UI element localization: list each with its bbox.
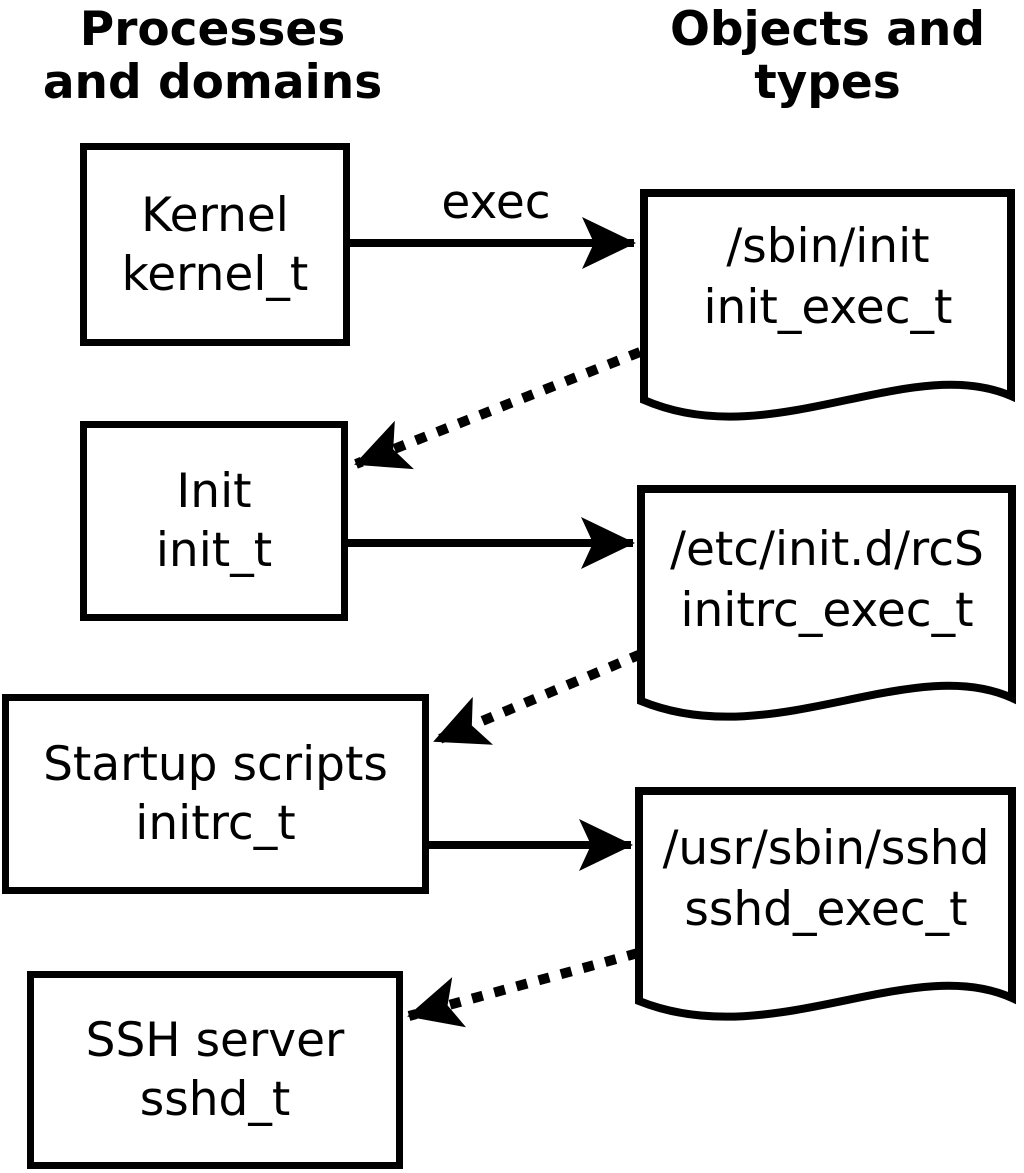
object-path: /sbin/init: [726, 219, 930, 274]
process-domain-type: initrc_t: [135, 796, 296, 851]
object-path: /etc/init.d/rcS: [670, 522, 984, 577]
heading-processes-and-domains: Processes and domains: [25, 3, 400, 109]
document-shape-etc-initd-rcs: [637, 485, 1016, 721]
object-file-type: init_exec_t: [703, 280, 953, 335]
process-box-startup-scripts: Startup scripts initrc_t: [2, 694, 429, 894]
heading-line: and domains: [42, 55, 383, 110]
object-doc-usr-sbin-sshd: /usr/sbin/sshd sshd_exec_t: [639, 818, 1013, 940]
heading-line: Processes: [79, 2, 346, 57]
process-box-ssh-server: SSH server sshd_t: [27, 971, 403, 1169]
heading-line: Objects and: [669, 2, 986, 57]
process-box-init: Init init_t: [80, 421, 348, 621]
transition-arrow-to-initrc-t: [433, 649, 643, 746]
process-label: Startup scripts: [43, 737, 388, 792]
transition-arrow-to-sshd-t: [407, 948, 640, 1028]
process-domain-type: init_t: [155, 523, 273, 578]
transition-arrow-to-init-t: [354, 347, 642, 470]
document-shape-sbin-init: [640, 189, 1015, 421]
object-doc-etc-initd-rcs: /etc/init.d/rcS initrc_exec_t: [641, 519, 1013, 641]
process-label: Init: [176, 464, 252, 519]
process-domain-type: kernel_t: [121, 246, 309, 302]
heading-objects-and-types: Objects and types: [635, 3, 1020, 109]
process-domain-type: sshd_t: [139, 1072, 291, 1127]
document-shape-usr-sbin-sshd: [635, 787, 1016, 1021]
heading-line: types: [754, 55, 901, 110]
process-box-kernel: Kernel kernel_t: [80, 143, 350, 346]
process-label: SSH server: [85, 1013, 345, 1068]
exec-arrow-label: exec: [441, 175, 551, 230]
object-doc-sbin-init: /sbin/init init_exec_t: [644, 216, 1012, 338]
object-file-type: initrc_exec_t: [680, 583, 974, 638]
object-file-type: sshd_exec_t: [684, 882, 968, 937]
object-path: /usr/sbin/sshd: [662, 821, 990, 876]
process-label: Kernel: [141, 187, 289, 243]
